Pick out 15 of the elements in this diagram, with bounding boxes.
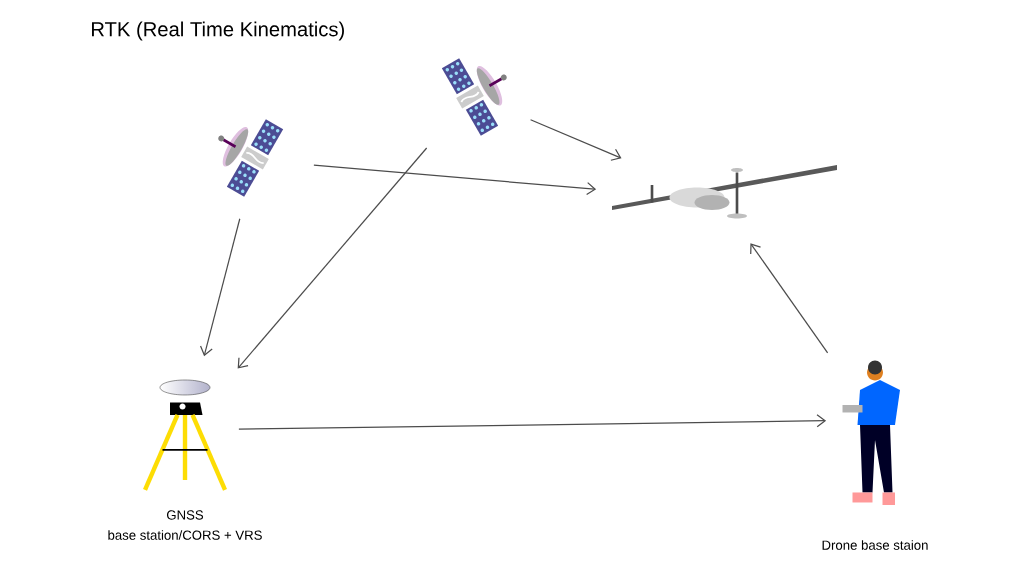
caption-text: Drone base staion (822, 540, 928, 550)
title: RTK (Real Time Kinematics) (92, 21, 344, 41)
satellite-drawing (218, 119, 284, 197)
drone-drawing (612, 165, 837, 219)
arrow (529, 119, 622, 161)
arrow (237, 147, 428, 369)
arrow (750, 243, 829, 354)
arrow (238, 414, 827, 430)
satellite-drawing (441, 58, 507, 136)
caption-text: base station/CORS + VRS (108, 530, 262, 540)
arrow (199, 218, 241, 357)
person-silhouette-drawing (842, 360, 900, 505)
arrow (313, 164, 597, 196)
caption-text: GNSS (167, 510, 204, 520)
gnss-receiver-drawing (143, 379, 228, 491)
